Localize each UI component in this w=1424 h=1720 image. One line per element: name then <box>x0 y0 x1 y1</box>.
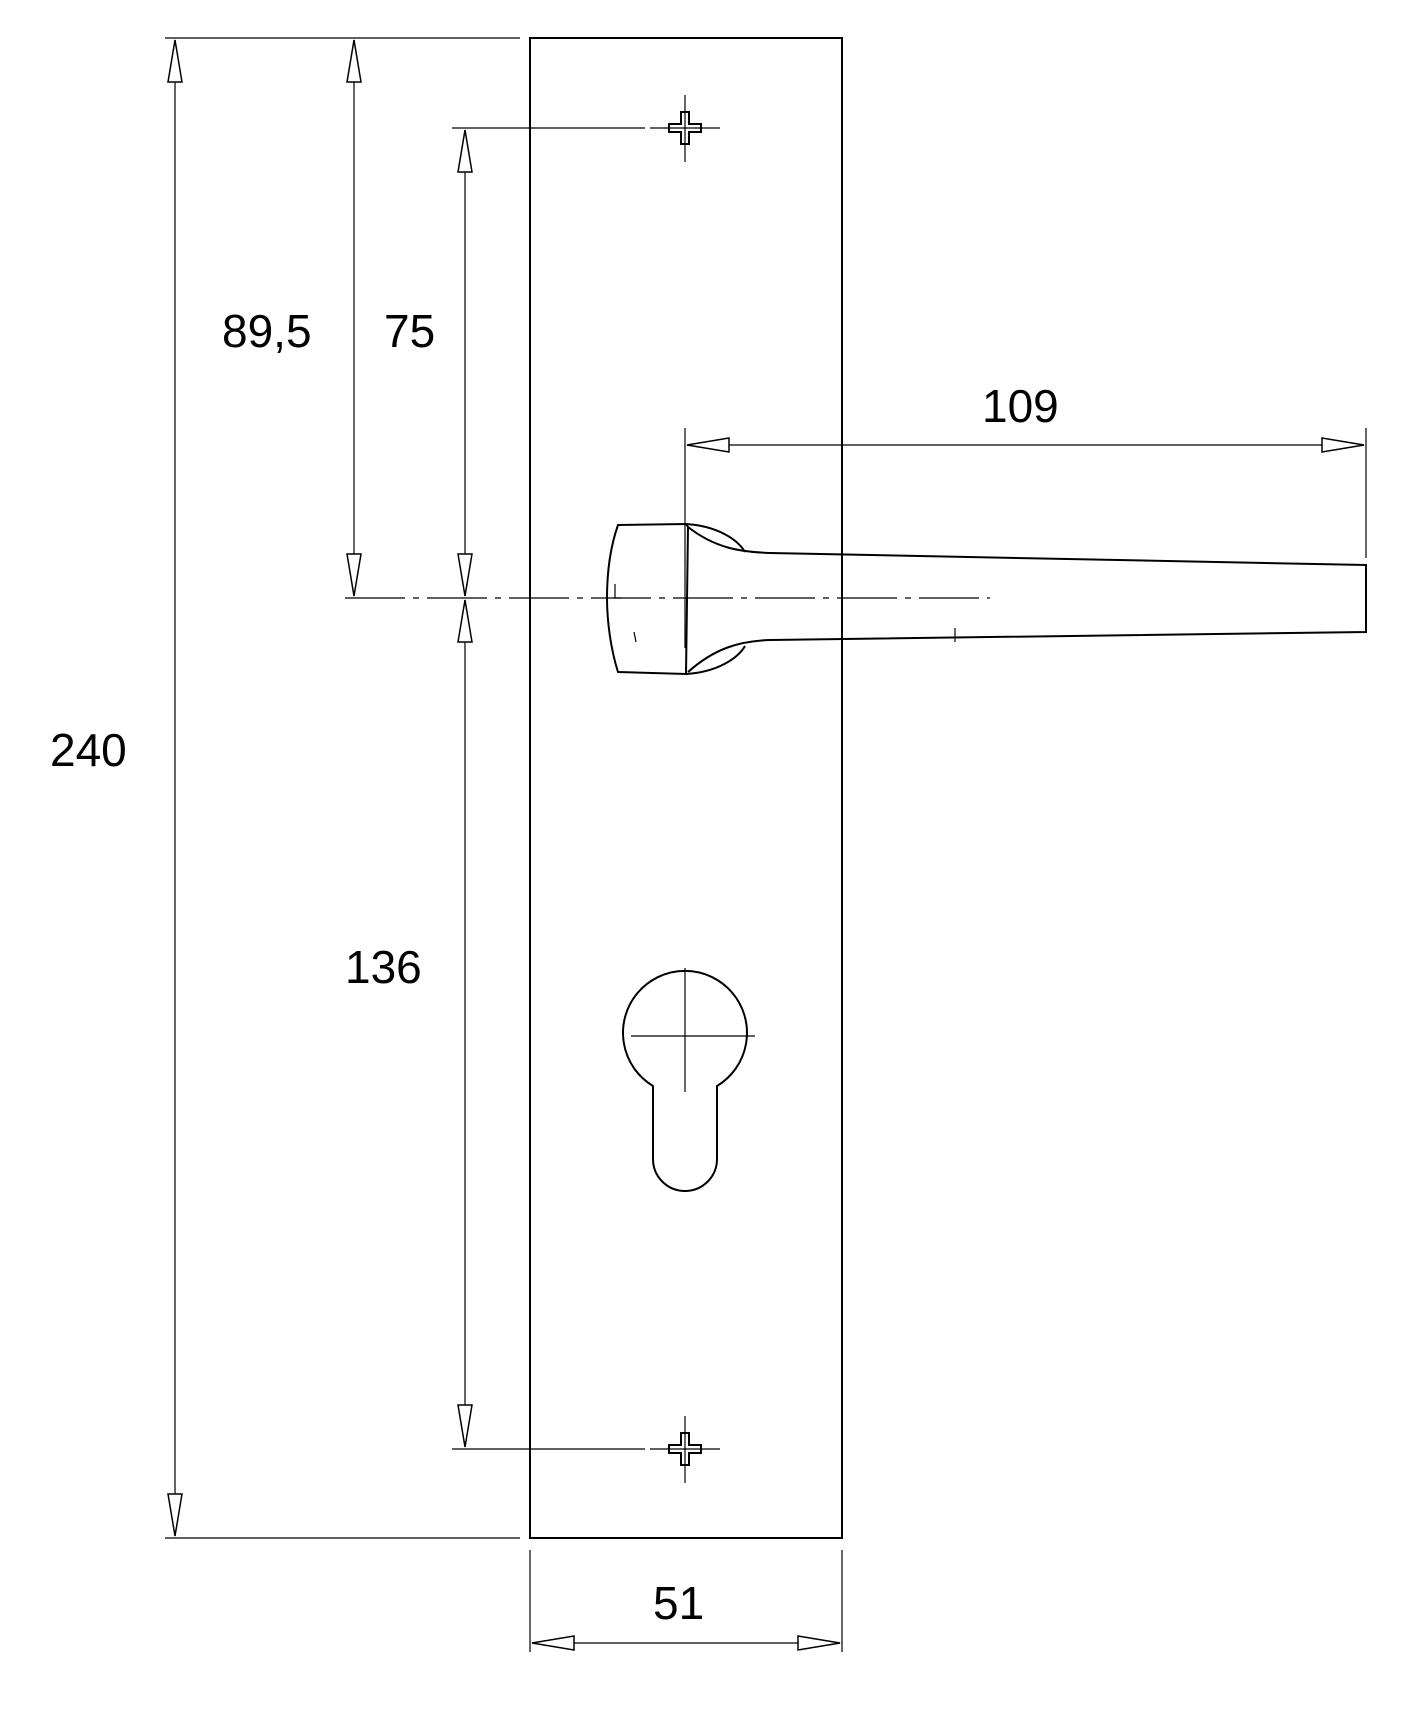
dim-label-handle-from-top: 89,5 <box>222 305 312 357</box>
back-plate <box>529 37 843 1539</box>
dim-top-screw-to-handle: 75 <box>384 129 473 597</box>
extension-lines <box>165 37 1367 1652</box>
dim-handle-to-bottom-screw: 136 <box>345 599 473 1448</box>
dim-label-plate-width: 51 <box>653 1577 704 1629</box>
lever-handle <box>605 522 1367 676</box>
dim-handle-from-top: 89,5 <box>222 39 362 597</box>
top-screw-hole <box>650 95 720 162</box>
bottom-screw-hole <box>650 1416 720 1483</box>
dim-label-total-height: 240 <box>50 724 127 776</box>
dim-label-handle-projection: 109 <box>982 380 1059 432</box>
dim-plate-width: 51 <box>531 1577 841 1651</box>
dim-total-height: 240 <box>50 39 183 1537</box>
dim-label-top-screw-to-handle: 75 <box>384 305 435 357</box>
dim-label-handle-to-bottom-screw: 136 <box>345 941 422 993</box>
cylinder-keyhole <box>622 968 755 1192</box>
dim-handle-projection: 109 <box>686 380 1365 453</box>
